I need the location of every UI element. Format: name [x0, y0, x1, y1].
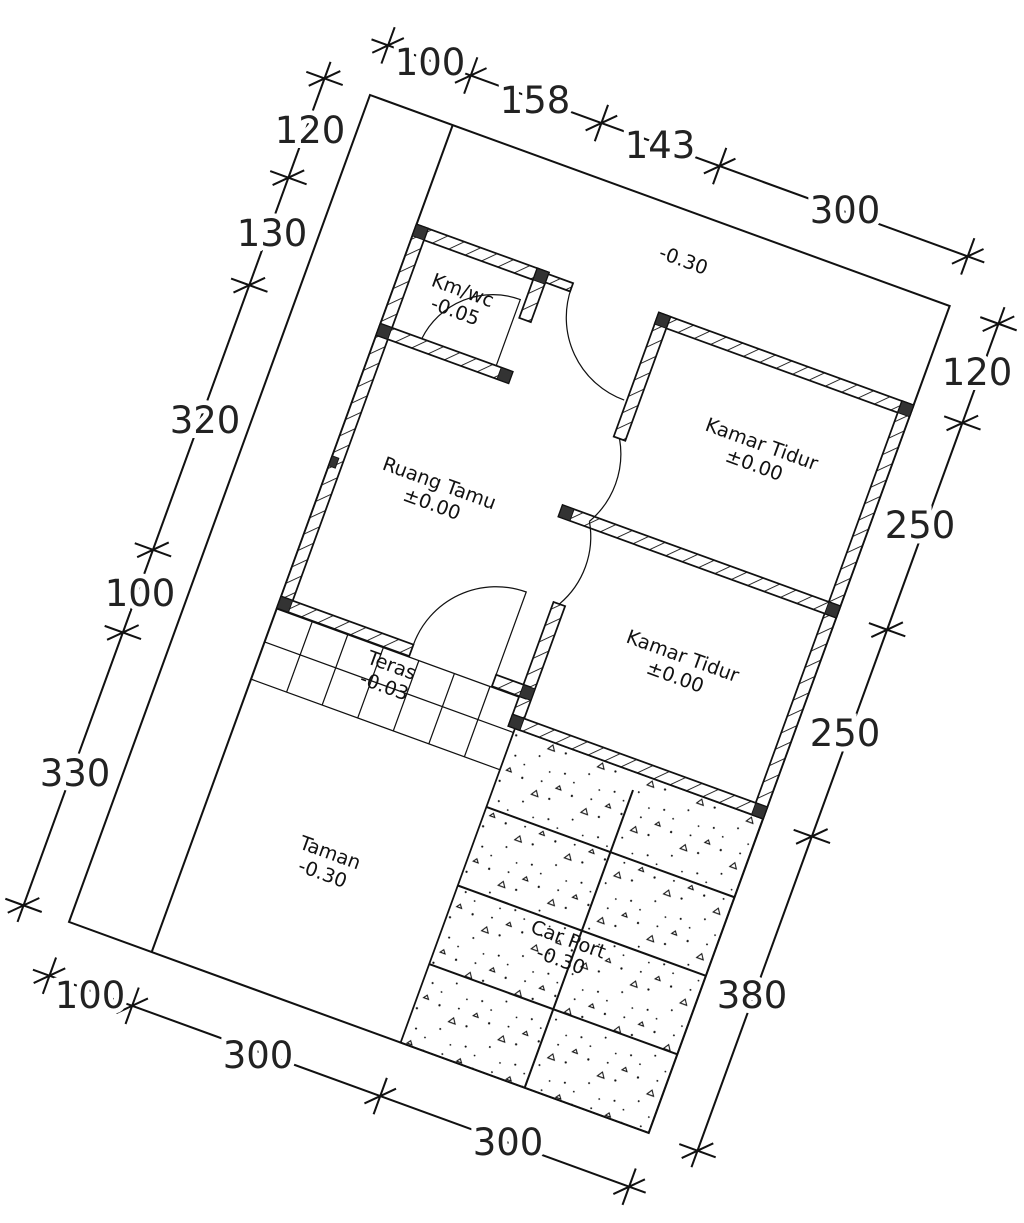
- dim-left-5: 330: [40, 752, 111, 795]
- dimension-slash: [115, 997, 149, 1015]
- dimension-slash: [585, 114, 618, 132]
- dim-left-2: 130: [237, 212, 308, 255]
- dim-top-4: 300: [810, 189, 881, 232]
- dimension-slash: [7, 897, 40, 914]
- back-yard-level: -0.30: [656, 241, 711, 280]
- door-back: [565, 287, 625, 401]
- dimension-slash: [272, 169, 305, 186]
- dim-right-3: 250: [810, 712, 881, 755]
- dim-left-1: 120: [275, 109, 346, 152]
- dimension-line: [16, 61, 332, 923]
- dimension-slash: [795, 828, 829, 845]
- dimension-slash: [106, 624, 140, 641]
- dimension-slash: [870, 621, 904, 638]
- dimension-slash: [371, 37, 405, 54]
- dimension-line: [32, 968, 647, 1194]
- dimension-slash: [612, 1178, 646, 1195]
- dimension-lines: [5, 26, 1018, 1206]
- dimension-slash: [308, 70, 341, 87]
- dim-bottom-2: 300: [223, 1034, 294, 1077]
- dim-bottom-3: 300: [473, 1121, 544, 1164]
- dim-right-4: 380: [717, 974, 788, 1017]
- dimension-line: [690, 306, 1006, 1168]
- door-kamar-2: [558, 521, 592, 605]
- dimension-slash: [233, 276, 266, 294]
- door-kmwc: [421, 293, 522, 366]
- dim-top-3: 143: [625, 124, 696, 167]
- dim-bottom-1: 100: [55, 974, 126, 1017]
- dimension-slash: [454, 67, 487, 84]
- dimension-slash: [951, 248, 984, 265]
- dim-top-1: 100: [395, 41, 466, 84]
- door-kamar-1: [589, 438, 622, 522]
- dimension-line: [371, 38, 985, 264]
- carport-joints: [428, 789, 735, 1089]
- dimension-slash: [364, 1087, 397, 1105]
- dimension-slash: [703, 157, 736, 175]
- dimension-slash: [681, 1142, 714, 1159]
- dim-right-1: 120: [942, 351, 1013, 394]
- dimension-slash: [136, 541, 170, 559]
- walls: [275, 223, 915, 820]
- dimension-slash: [946, 414, 979, 432]
- dim-top-2: 158: [500, 79, 571, 122]
- door-front: [412, 586, 528, 675]
- dimension-slash: [33, 967, 66, 984]
- dimension-labels: 100 158 143 300 120 130 320 100 330 120 …: [35, 36, 1018, 1169]
- doors: [412, 287, 625, 675]
- dim-right-2: 250: [885, 504, 956, 547]
- dim-left-3: 320: [170, 399, 241, 442]
- dimension-slash: [982, 315, 1015, 333]
- dim-left-4: 100: [105, 572, 176, 615]
